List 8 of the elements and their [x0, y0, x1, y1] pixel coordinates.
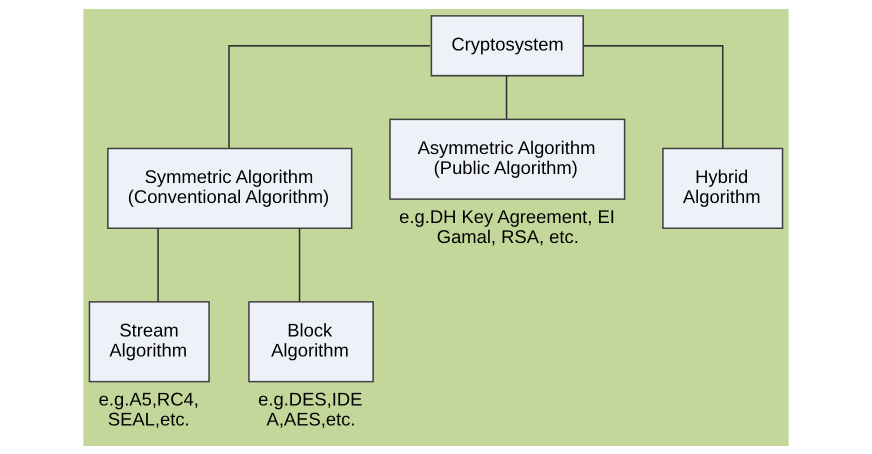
node-label: e.g.DH Key Agreement, EI Gamal, RSA, etc.	[399, 206, 615, 246]
node-label: e.g.A5,RC4, SEAL,etc.	[98, 388, 199, 429]
node-label: e.g.DES,IDE A,AES,etc.	[258, 388, 362, 429]
connector	[298, 228, 300, 301]
connector	[506, 74, 508, 119]
connector	[582, 44, 724, 148]
connector	[157, 228, 159, 301]
connector	[228, 44, 430, 148]
